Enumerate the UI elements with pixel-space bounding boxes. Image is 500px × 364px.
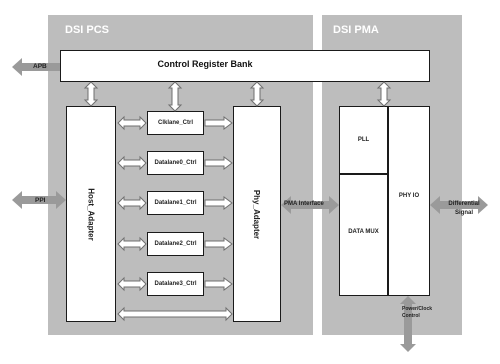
host-phy-bottom-arrow — [117, 306, 233, 322]
ppi-arrow — [12, 191, 66, 209]
apb-label: APB — [33, 63, 47, 70]
clklane-ctrl-label: Clklane_Ctrl — [157, 120, 193, 126]
phy-io-box — [388, 106, 430, 296]
datalane1-phy-arrow — [204, 196, 233, 210]
datalane0-phy-arrow — [204, 156, 233, 170]
crb-pma-arrow — [376, 81, 392, 107]
host-datalane0-arrow — [117, 155, 147, 171]
apb-arrow — [12, 58, 60, 76]
datalane1-ctrl-box — [147, 191, 204, 215]
ppi-label: PPI — [35, 197, 46, 204]
host-datalane3-arrow — [117, 276, 147, 292]
host-clklane-arrow — [117, 115, 147, 131]
datalane0-ctrl-box — [147, 151, 204, 175]
datalane3-ctrl-box — [147, 272, 204, 296]
pma-interface-arrow — [281, 196, 339, 214]
differential-signal-arrow — [430, 196, 488, 214]
pma-title: DSI PMA — [333, 24, 379, 36]
datalane3-ctrl-label: Datalane3_Ctrl — [154, 281, 197, 287]
datalane1-ctrl-label: Datalane1_Ctrl — [154, 200, 197, 206]
host-adapter — [66, 106, 116, 322]
clklane-ctrl-box — [147, 111, 204, 135]
crb-clklane-arrow — [167, 81, 183, 112]
pll-box — [339, 106, 388, 174]
data-mux-label: DATA MUX — [348, 229, 379, 235]
phy-io-label: PHY IO — [398, 193, 420, 199]
datalane3-phy-arrow — [204, 277, 233, 291]
lane-phy-arrows — [204, 116, 233, 291]
control-register-bank-label: Control Register Bank — [157, 59, 253, 69]
control-register-bank — [60, 50, 430, 82]
phy-adapter — [233, 106, 281, 322]
data-mux-box — [339, 174, 388, 296]
host-datalane2-arrow — [117, 236, 147, 252]
datalane0-ctrl-label: Datalane0_Ctrl — [154, 160, 197, 166]
clklane-phy-arrow — [204, 116, 233, 130]
datalane2-ctrl-box — [147, 232, 204, 256]
power-clock-control-label: Power/Clock Control — [402, 306, 433, 319]
datalane2-ctrl-label: Datalane2_Ctrl — [154, 241, 197, 247]
datalane2-phy-arrow — [204, 237, 233, 251]
power-clock-control-arrow — [400, 296, 416, 352]
pll-label: PLL — [357, 137, 370, 143]
crb-phy-arrow — [249, 81, 265, 107]
host-lane-arrows — [117, 115, 147, 292]
pma-interface-label: PMA Interface — [284, 201, 324, 207]
pcs-title: DSI PCS — [65, 24, 110, 36]
differential-signal-label: Differential Signal — [448, 201, 480, 216]
host-datalane1-arrow — [117, 195, 147, 211]
crb-host-arrow — [83, 81, 99, 107]
